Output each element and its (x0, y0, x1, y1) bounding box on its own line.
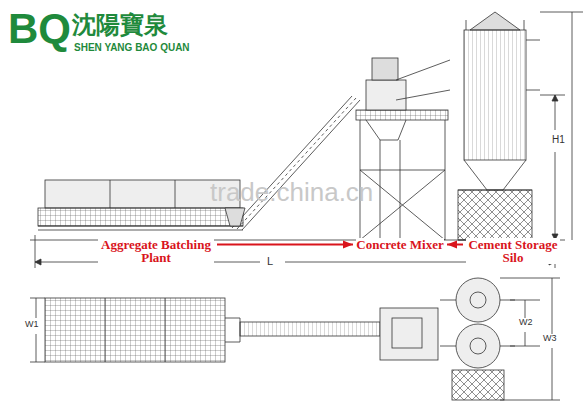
flow-arrow (447, 241, 463, 249)
logo-text: 沈陽寶泉 (72, 12, 168, 38)
logo-text: SHEN YANG BAO QUAN (74, 42, 190, 53)
flow-label: Concrete Mixer (356, 238, 444, 251)
flow-text: Aggregate Batching Plant (98, 238, 214, 264)
flow-label: Cement Storage Silo (466, 238, 560, 264)
flow-text: Concrete Mixer (356, 238, 444, 251)
dimension-label: W2 (518, 318, 534, 328)
dimension-label: W1 (24, 320, 40, 330)
watermark: trade.china.cn (210, 178, 373, 207)
flow-text: Cement Storage Silo (466, 238, 560, 264)
dimension-label: H1 (551, 134, 566, 145)
dimension-label: W3 (542, 334, 558, 344)
flow-arrow (217, 241, 353, 249)
logo-text: BQ (8, 6, 71, 52)
flow-label: Aggregate Batching Plant (98, 238, 214, 264)
dimension-label: L (266, 255, 274, 267)
